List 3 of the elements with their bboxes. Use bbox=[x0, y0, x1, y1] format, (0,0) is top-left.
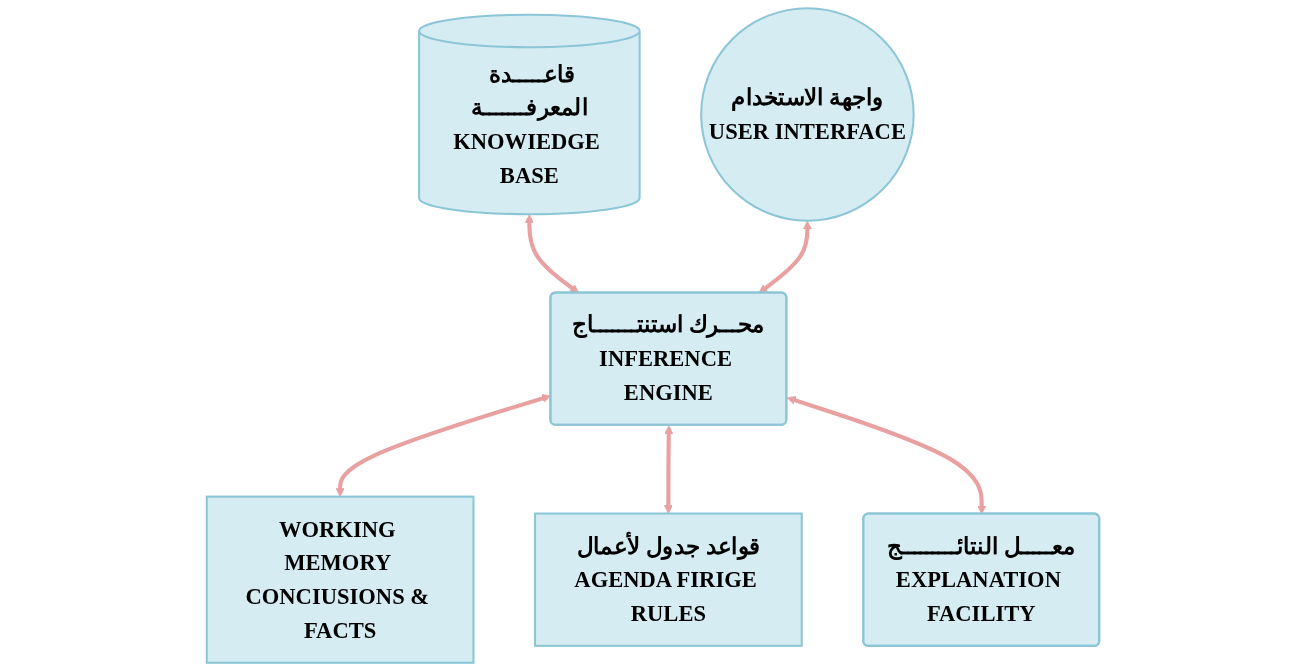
node-box: WORKING MEMORY CONCIUSIONS & FACTS bbox=[205, 495, 475, 664]
arrow bbox=[335, 394, 551, 497]
arrow bbox=[663, 425, 674, 514]
